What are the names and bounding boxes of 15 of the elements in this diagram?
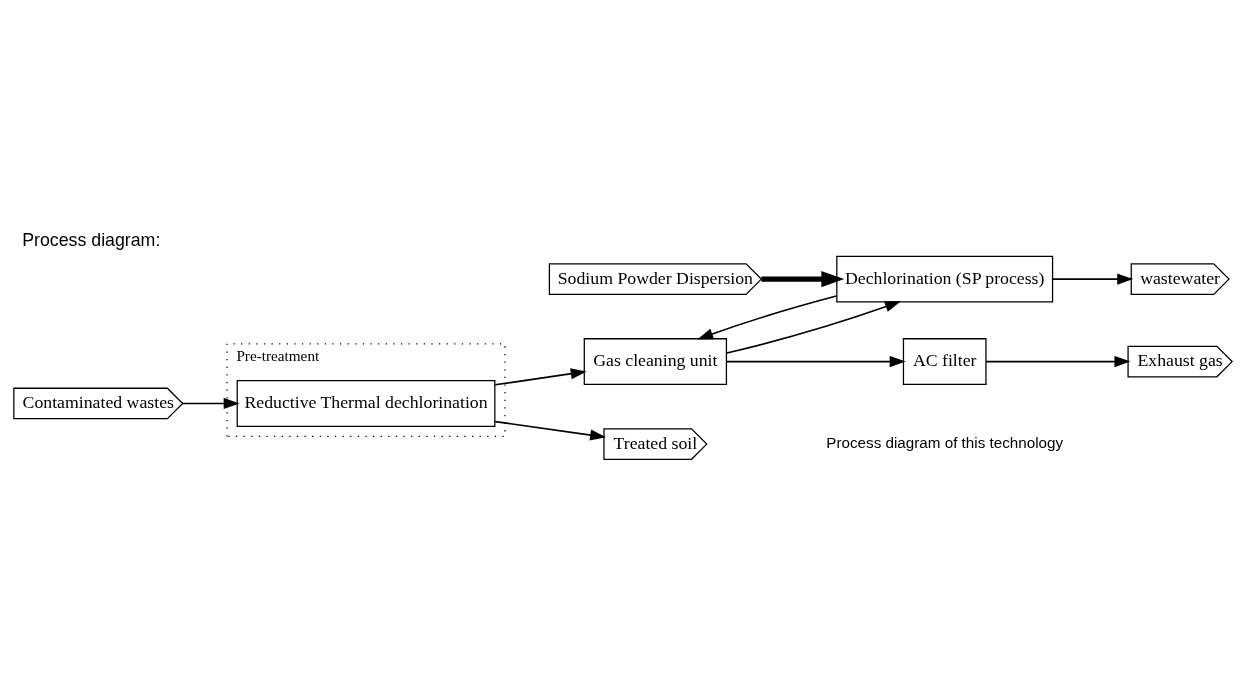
arrow bbox=[985, 355, 1131, 367]
arrow bbox=[725, 355, 906, 367]
caption: Process diagram of this technology bbox=[826, 433, 1064, 451]
arrow bbox=[1052, 273, 1134, 285]
node-box: AC filter bbox=[902, 337, 987, 385]
arrow bbox=[494, 367, 587, 386]
arrow bbox=[494, 420, 607, 441]
node-box: Reductive Thermal dechlorination bbox=[236, 379, 496, 427]
arrow bbox=[181, 397, 240, 409]
arrow bbox=[697, 294, 838, 340]
node-box: Dechlorination (SP process) bbox=[836, 255, 1054, 303]
diagram-title: Process diagram: bbox=[22, 229, 161, 250]
arrow bbox=[725, 300, 901, 354]
node-box: Gas cleaning unit bbox=[583, 337, 728, 385]
arrow bbox=[761, 270, 845, 287]
